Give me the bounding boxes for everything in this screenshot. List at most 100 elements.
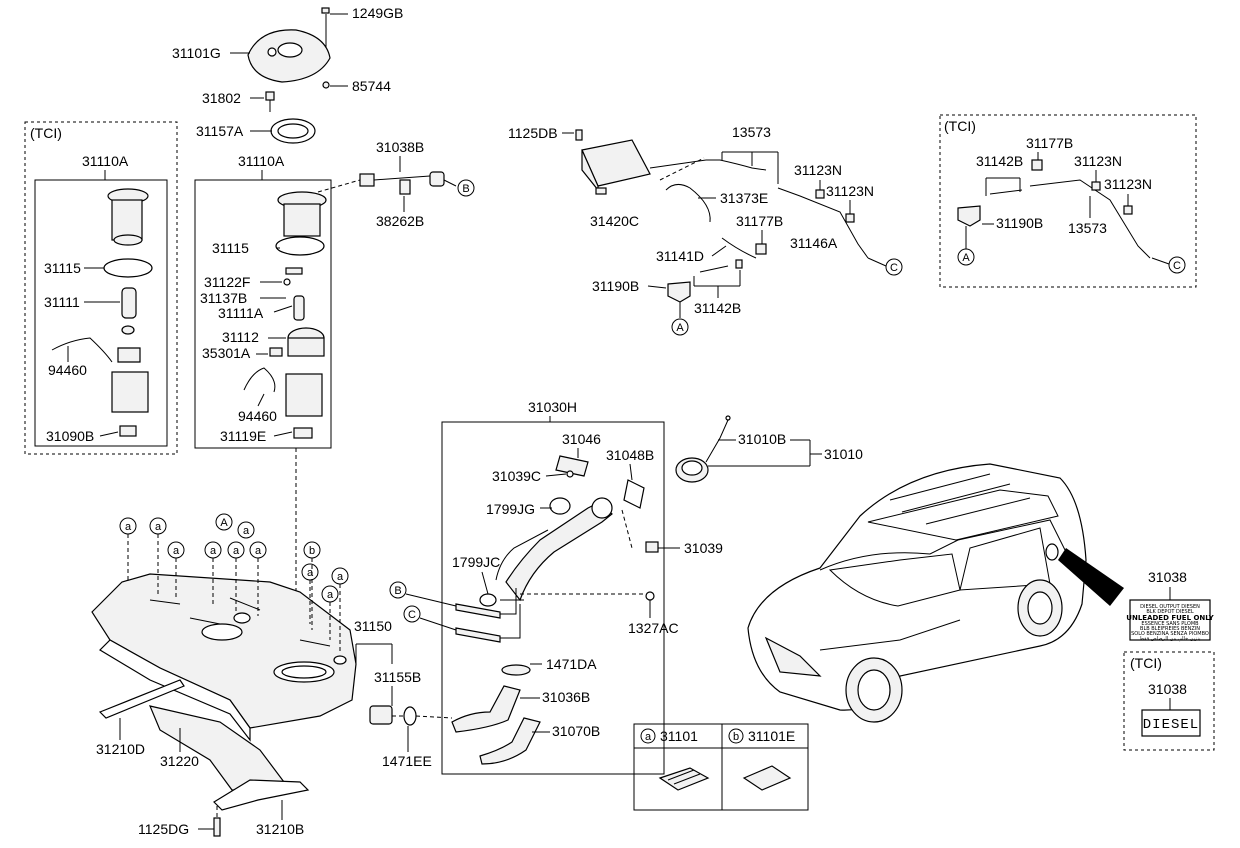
- label-31111A: 31111A: [218, 305, 264, 321]
- label-31141D: 31141D: [656, 248, 704, 264]
- marker-a-3-text: a: [173, 545, 180, 557]
- label-94460: 94460: [238, 408, 277, 424]
- label-13573-right: 13573: [1068, 220, 1107, 236]
- legend-b-part: 31101E: [748, 728, 795, 744]
- fuel-pump-module: [243, 191, 327, 439]
- label-31111: 31111: [44, 294, 80, 310]
- marker-C-canister: [885, 258, 903, 276]
- marker-a-5-text: a: [233, 545, 240, 557]
- fuel-pump-cover-group: [230, 7, 348, 144]
- label-31101G: 31101G: [172, 45, 221, 61]
- pad-31101-icon: [658, 767, 710, 791]
- plate-line-2: BLK DEPOT DIESEL: [1146, 609, 1194, 615]
- label-31038: 31038: [1148, 569, 1187, 585]
- label-31090B: 31090B: [46, 428, 94, 444]
- label-31039: 31039: [684, 540, 723, 556]
- label-31802: 31802: [202, 90, 241, 106]
- canister-group: [575, 129, 869, 303]
- pump-module-frame-left: [34, 179, 168, 447]
- marker-A-canister-text: A: [676, 322, 684, 334]
- marker-A-right-text: A: [962, 252, 970, 264]
- filler-neck-parts: [451, 455, 659, 765]
- label-31123N-right-1: 31123N: [1074, 153, 1122, 169]
- label-94460-left: 94460: [48, 362, 87, 378]
- marker-a-2-text: a: [155, 521, 162, 533]
- marker-a-6-text: a: [243, 525, 250, 537]
- marker-a-7-text: a: [255, 545, 262, 557]
- label-31177B: 31177B: [736, 213, 783, 229]
- pad-31101E-icon: [742, 765, 792, 791]
- marker-C-canister-text: C: [890, 262, 898, 274]
- plate-line-1: DIESEL OUTPUT DIESEN: [1140, 604, 1200, 610]
- legend-table: a 31101 b 31101E: [633, 723, 809, 811]
- filler-neck-frame: [441, 421, 665, 775]
- marker-B-top: [457, 179, 475, 197]
- label-31112: 31112: [222, 329, 259, 345]
- label-31122F: 31122F: [204, 274, 250, 290]
- legend-b-key: b: [733, 731, 739, 743]
- label-1799JG: 1799JG: [486, 501, 535, 517]
- diesel-plate-text: DIESEL: [1143, 717, 1199, 733]
- plate-line-4: ESSENCE SANS PLOMB: [1141, 621, 1199, 627]
- label-31177B-right: 31177B: [1026, 135, 1073, 151]
- fuel-tank: [91, 573, 357, 742]
- label-pointer-arrow: [1058, 548, 1124, 606]
- hose-clamp-31155B: [369, 705, 393, 725]
- marker-a-10-text: a: [307, 567, 314, 579]
- label-31046: 31046: [562, 431, 601, 447]
- label-1471DA: 1471DA: [546, 656, 597, 672]
- marker-b-tank-text: b: [309, 545, 315, 557]
- marker-A-tank: [215, 513, 233, 531]
- label-31123N-right-2: 31123N: [1104, 176, 1152, 192]
- label-31142B: 31142B: [694, 300, 741, 316]
- marker-a-1-text: a: [125, 521, 132, 533]
- label-31036B: 31036B: [542, 689, 590, 705]
- label-1249GB: 1249GB: [352, 5, 403, 21]
- marker-C-filler-text: C: [408, 609, 416, 621]
- label-31150: 31150: [354, 618, 392, 634]
- marker-B-filler: [389, 581, 407, 599]
- tci-vapor-box: [939, 114, 1197, 288]
- label-tci-diesel: (TCI): [1130, 655, 1162, 671]
- marker-A-canister: [671, 318, 689, 336]
- marker-C-filler: [403, 605, 421, 623]
- marker-a-6: [237, 521, 255, 539]
- marker-B-top-text: B: [462, 183, 469, 195]
- label-38262B: 38262B: [376, 213, 424, 229]
- label-31146A: 31146A: [790, 235, 838, 251]
- label-31210B: 31210B: [256, 821, 304, 837]
- hose-clamp-1471EE: [403, 706, 417, 726]
- label-31115: 31115: [212, 240, 249, 256]
- label-31110A: 31110A: [238, 153, 285, 169]
- diesel-plate: [1141, 709, 1201, 737]
- label-31137B: 31137B: [200, 290, 247, 306]
- label-35301A: 35301A: [202, 345, 251, 361]
- marker-A-tank-text: A: [220, 517, 228, 529]
- marker-B-filler-text: B: [394, 585, 401, 597]
- label-31210D: 31210D: [96, 741, 145, 757]
- legend-a-key: a: [645, 731, 652, 743]
- vehicle-illustration: [747, 463, 1124, 723]
- label-1471EE: 1471EE: [382, 753, 432, 769]
- tci-vapor-parts: [957, 159, 1151, 259]
- label-31115-left: 31115: [44, 260, 81, 276]
- label-1799JC: 1799JC: [452, 554, 500, 570]
- fuel-pump-module-left: [51, 188, 153, 437]
- tci-diesel-box: [1123, 651, 1215, 751]
- label-31142B-right: 31142B: [976, 153, 1023, 169]
- label-1125DG: 1125DG: [138, 821, 189, 837]
- marker-a-8-text: a: [337, 571, 344, 583]
- label-31190B: 31190B: [592, 278, 639, 294]
- label-tci-left: (TCI): [30, 125, 62, 141]
- label-31010: 31010: [824, 446, 863, 462]
- label-31420C: 31420C: [590, 213, 639, 229]
- plate-line-5: BLB BLEIFREIES BENZIN: [1140, 626, 1200, 632]
- label-31373E: 31373E: [720, 190, 768, 206]
- label-31119E: 31119E: [220, 428, 266, 444]
- label-tci-right: (TCI): [944, 118, 976, 134]
- plate-line-6: SOLO BENZINA SENZA PIOMBO: [1131, 631, 1209, 637]
- label-31190B-right: 31190B: [996, 215, 1043, 231]
- vent-hose-31038B: [317, 171, 457, 195]
- label-31070B: 31070B: [552, 723, 600, 739]
